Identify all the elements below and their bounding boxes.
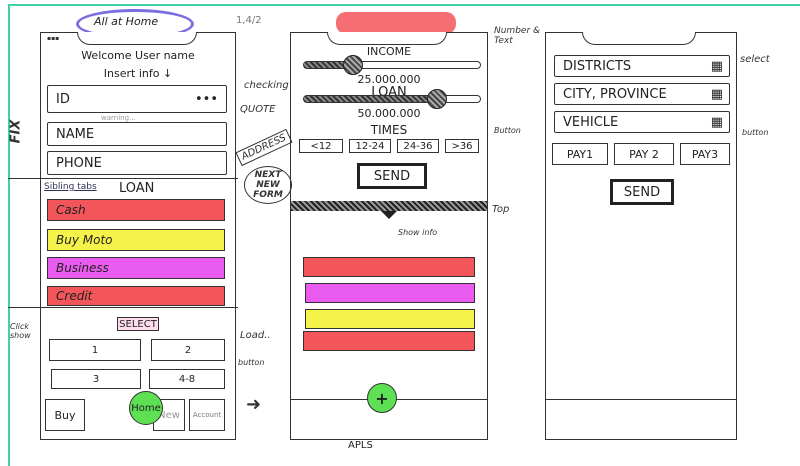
term-12-24[interactable]: 12-24: [349, 139, 391, 153]
name-field[interactable]: NAME: [47, 122, 227, 146]
slider-handle[interactable]: [427, 89, 447, 109]
option-2[interactable]: 2: [151, 339, 225, 361]
select-label: SELECT: [117, 317, 159, 331]
welcome-text: Welcome User name: [81, 49, 195, 62]
more-icon[interactable]: •••: [194, 91, 218, 107]
prompt-text: Insert info ↓: [103, 67, 173, 80]
top-bar: [291, 201, 487, 211]
slider-handle[interactable]: [342, 55, 363, 75]
add-button[interactable]: +: [367, 383, 397, 413]
version-label: 1,4/2: [236, 15, 262, 26]
pay-1-button[interactable]: PAY1: [552, 143, 608, 165]
annotation-quote: QUOTE: [240, 104, 276, 115]
loan-value: 50.000.000: [357, 107, 421, 120]
income-value: 25.000.000: [357, 73, 421, 86]
phone-field[interactable]: PHONE: [47, 151, 227, 175]
loan-type-cash[interactable]: Cash: [47, 199, 225, 221]
phone-notch: [582, 32, 696, 45]
annotation-checking: checking: [244, 80, 289, 91]
term-under-12[interactable]: <12: [299, 139, 343, 153]
annotation-select: select: [740, 54, 770, 65]
select-icon: ▦: [710, 86, 723, 102]
screen-home: ▪▪▪ Welcome User name Insert info ↓ ID •…: [40, 32, 236, 440]
select-icon: ▦: [710, 114, 723, 130]
select-icon: ▦: [710, 58, 723, 74]
divider: [546, 399, 736, 400]
districts-select[interactable]: DISTRICTS ▦: [554, 55, 730, 77]
footer-label: APLS: [348, 440, 373, 451]
nav-home[interactable]: Home: [129, 391, 163, 425]
annotation-button: button: [742, 128, 769, 137]
income-slider[interactable]: [303, 55, 481, 75]
term-24-36[interactable]: 24-36: [397, 139, 439, 153]
divider: [8, 178, 238, 179]
option-4-8[interactable]: 4-8: [149, 369, 225, 389]
annotation-click-show: Click show: [10, 322, 31, 340]
loan-option-red-2[interactable]: [303, 331, 475, 351]
section-loan: LOAN: [119, 181, 155, 196]
status-bar: ▪▪▪: [47, 35, 60, 42]
show-info-arrow-icon[interactable]: [381, 211, 397, 219]
option-3[interactable]: 3: [51, 369, 141, 389]
phone-notch: [327, 32, 447, 45]
pay-3-button[interactable]: PAY3: [680, 143, 730, 165]
id-hint: warning...: [101, 114, 136, 122]
divider: [8, 307, 238, 308]
annotation-top: Top: [492, 204, 510, 215]
red-highlight: [336, 12, 456, 34]
arrow-icon: ➜: [246, 394, 262, 415]
nav-buy[interactable]: Buy: [45, 399, 85, 431]
loan-option-magenta[interactable]: [305, 283, 475, 303]
income-label: INCOME: [366, 45, 412, 58]
annotation-button: Button: [494, 126, 521, 135]
loan-type-business[interactable]: Business: [47, 257, 225, 279]
phone-notch: [77, 32, 197, 45]
canvas-frame: [8, 4, 800, 466]
city-province-label: CITY, PROVINCE: [563, 86, 667, 102]
sibling-tabs-link[interactable]: Sibling tabs: [44, 182, 97, 192]
loan-type-credit[interactable]: Credit: [47, 286, 225, 306]
annotation-show-info: Show info: [398, 228, 438, 237]
term-over-36[interactable]: >36: [445, 139, 479, 153]
loan-slider[interactable]: [303, 89, 481, 109]
city-province-select[interactable]: CITY, PROVINCE ▦: [554, 83, 730, 105]
screen-loan-calc: INCOME 25.000.000 LOAN 50.000.000 TIMES …: [290, 32, 488, 440]
loan-type-buy-moto[interactable]: Buy Moto: [47, 229, 225, 251]
annotation-load: Load..: [240, 330, 271, 341]
loan-option-red[interactable]: [303, 257, 475, 277]
id-field[interactable]: ID •••: [47, 85, 227, 113]
vehicle-select[interactable]: VEHICLE ▦: [554, 111, 730, 133]
send-button[interactable]: SEND: [610, 179, 674, 205]
option-1[interactable]: 1: [49, 339, 141, 361]
loan-option-yellow[interactable]: [305, 309, 475, 329]
annotation-next-form: NEXT NEW FORM: [244, 166, 292, 204]
app-title: All at Home: [94, 15, 159, 28]
pay-2-button[interactable]: PAY 2: [614, 143, 674, 165]
screen-location: DISTRICTS ▦ CITY, PROVINCE ▦ VEHICLE ▦ PAY1…: [545, 32, 737, 440]
times-label: TIMES: [370, 123, 408, 137]
id-label: ID: [56, 91, 70, 107]
send-button[interactable]: SEND: [357, 163, 427, 189]
annotation-number-text: Number & Text: [494, 26, 541, 46]
districts-label: DISTRICTS: [563, 58, 632, 74]
annotation-fix: FIX: [8, 119, 24, 144]
nav-account[interactable]: Account: [189, 399, 225, 431]
annotation-button: button: [238, 358, 265, 367]
vehicle-label: VEHICLE: [563, 114, 619, 130]
